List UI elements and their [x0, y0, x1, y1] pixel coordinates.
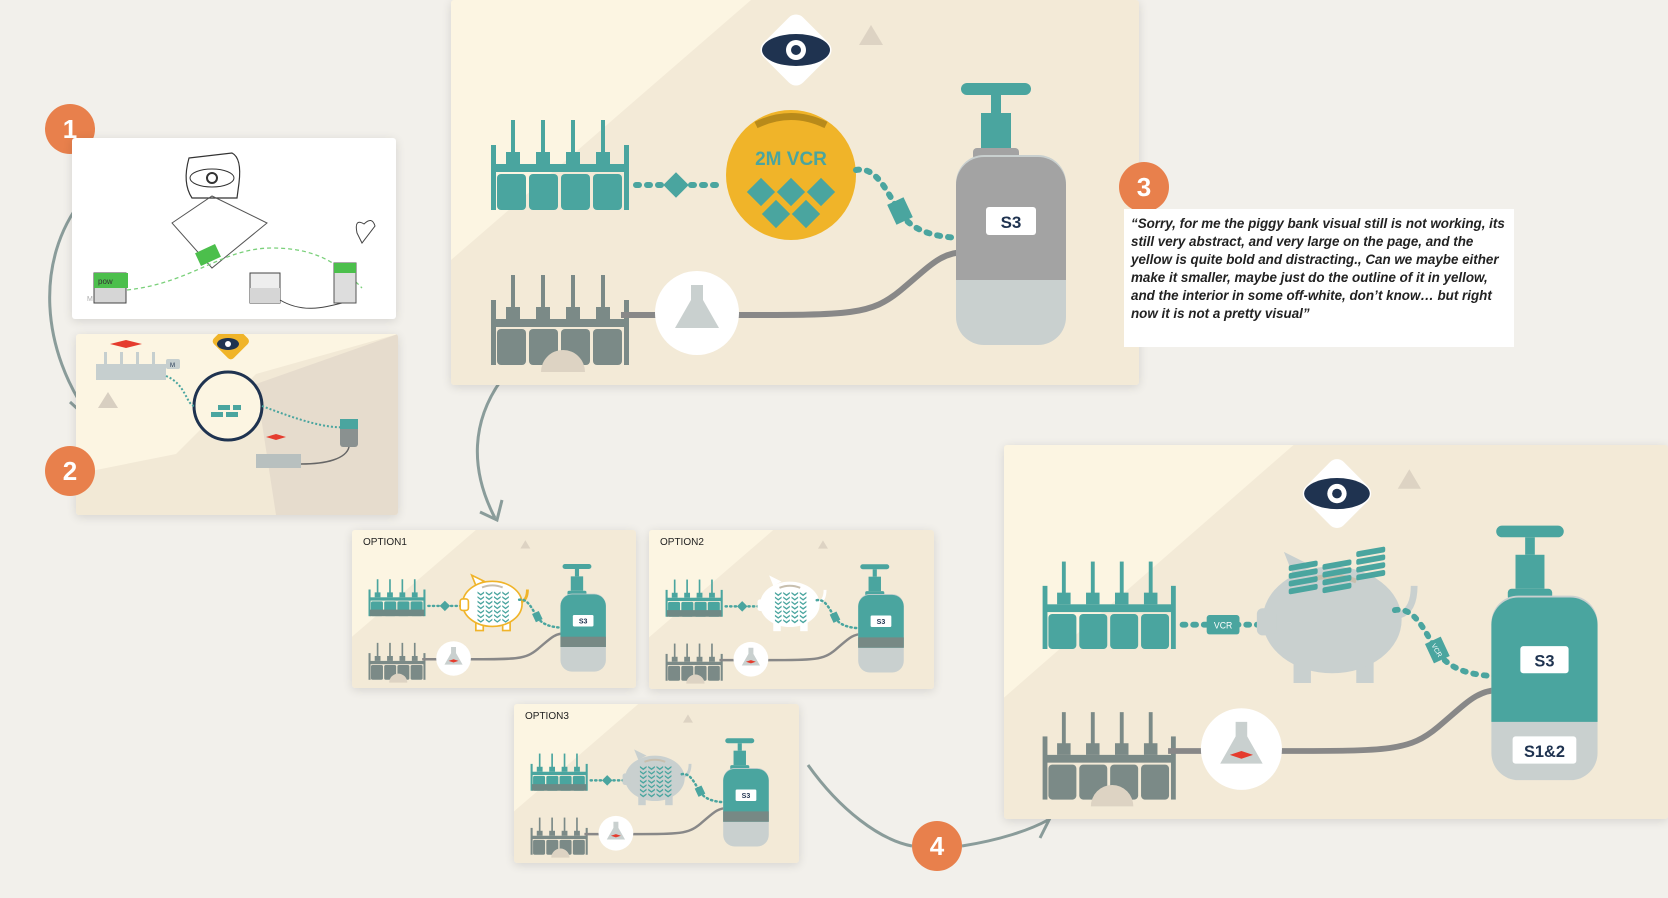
option-3-card[interactable]: S3 OPTION3: [514, 704, 799, 863]
m-badge: [166, 359, 180, 369]
factory-icon-2: [256, 454, 301, 468]
eye-icon: [760, 14, 832, 86]
bottle-label: S3: [1534, 652, 1554, 670]
m-badge-label: M: [170, 363, 175, 369]
soap-bottle-icon: S3: [956, 83, 1066, 345]
option-label: OPTION1: [363, 537, 407, 548]
token-tag: [887, 197, 913, 225]
pipe: [1168, 686, 1502, 754]
token-diamond: [663, 172, 689, 198]
step-4-badge: 4: [912, 821, 962, 871]
concept-card: M: [76, 334, 398, 515]
sketch-green-token: [195, 244, 221, 266]
coin-stacks: [477, 591, 509, 623]
piggy-bank-icon: [1256, 551, 1418, 683]
tree-icon: [98, 392, 118, 408]
option-label: OPTION3: [525, 711, 569, 722]
token-tag: [1424, 636, 1450, 664]
step-2-badge: 2: [45, 446, 95, 496]
coin-stacks: [774, 591, 807, 624]
factory-icon: [368, 579, 426, 617]
coin-stacks: [639, 765, 672, 798]
option-2-card[interactable]: S3 OPTION2: [649, 530, 934, 689]
sketch-eye-frame: [185, 152, 241, 199]
sketch-eye-icon: [189, 168, 235, 188]
bottle-label: S3: [1001, 213, 1022, 232]
step-number: 4: [929, 830, 945, 861]
step-number: 1: [62, 113, 78, 144]
bottle-label: S3: [742, 793, 751, 800]
flask-icon: [1200, 708, 1282, 790]
step-3-badge: 3: [1119, 162, 1169, 212]
piggy-bank-coin: 2M VCR: [726, 110, 856, 240]
flask-icon: [598, 815, 634, 851]
scene-illustration: S3: [514, 704, 799, 863]
pipe: [621, 249, 967, 318]
vcr-token: [1206, 615, 1240, 635]
arrow-main-to-options: [475, 374, 507, 519]
pipe: [719, 632, 863, 662]
sketch-mark: M: [87, 296, 93, 303]
bottle-label: S3: [579, 619, 588, 626]
option-label: OPTION2: [660, 537, 704, 548]
mountain-icon: [520, 540, 531, 549]
option-1-card[interactable]: S3 OPTION1: [352, 530, 636, 688]
factory-icon: [665, 643, 723, 681]
mountain-icon: [818, 540, 828, 549]
factory-icon: [665, 579, 723, 617]
bottle-label: S3: [877, 619, 886, 626]
sketch-heart-icon: [355, 220, 376, 244]
soap-bottle-icon: S3: [723, 738, 769, 847]
arrow-head: [479, 499, 504, 523]
scene-illustration: S3: [352, 530, 636, 688]
gold-bars-icon: [211, 405, 241, 417]
scene-illustration: 2M VCR S3: [451, 0, 1139, 385]
sketch-logo-text: pow: [98, 277, 113, 286]
sketch-card: pow M: [72, 138, 396, 319]
step-number: 2: [62, 455, 78, 486]
mountain-icon: [683, 714, 693, 723]
pipe: [422, 632, 565, 661]
flask-icon: [436, 641, 471, 676]
concept-illustration: M: [76, 334, 398, 515]
hand-sketch: pow M: [87, 152, 376, 309]
soap-bottle-icon: S3: [858, 564, 904, 673]
token-tag: [532, 610, 543, 623]
bottle-lower-label: S1&2: [1524, 743, 1565, 761]
mountain-icon: [1397, 469, 1421, 489]
flask-icon: [655, 271, 739, 355]
vcr-token-label: VCR: [1214, 621, 1232, 631]
factory-icon: [1042, 561, 1176, 649]
pipe: [584, 806, 728, 836]
scene-illustration: S3: [649, 530, 934, 689]
dow-logo: [110, 340, 142, 348]
factory-icon: [491, 275, 629, 365]
main-scene-card: 2M VCR S3: [451, 0, 1139, 385]
token-tag: [829, 611, 841, 623]
coin-stacks: [1288, 546, 1386, 595]
factory-icon: [1042, 712, 1176, 800]
factory-icon: [530, 753, 588, 791]
soap-bottle-icon: S3: [560, 564, 606, 672]
feedback-quote: “Sorry, for me the piggy bank visual sti…: [1124, 209, 1514, 347]
flask-icon: [733, 641, 769, 677]
factory-icon: [368, 642, 426, 680]
step-number: 3: [1136, 171, 1152, 202]
eye-icon: [1302, 459, 1372, 529]
piggy-label: 2M VCR: [755, 149, 827, 170]
factory-icon: [96, 352, 166, 380]
token-tag: [694, 785, 706, 797]
factory-icon: [491, 120, 629, 210]
factory-icon: [530, 817, 588, 855]
mountain-icon: [859, 25, 883, 45]
